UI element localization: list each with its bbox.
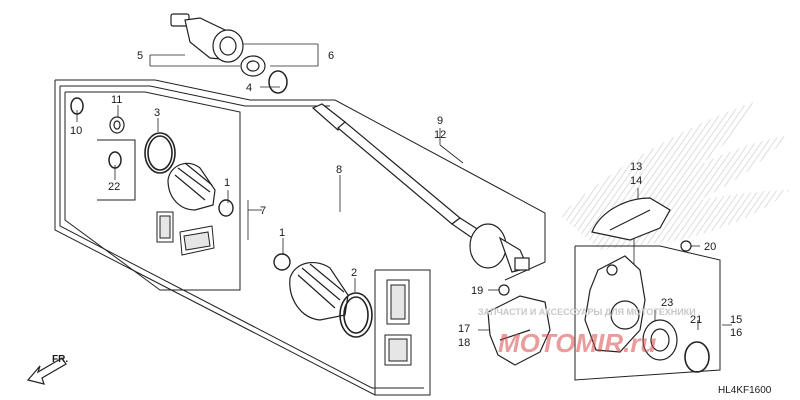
callout-22[interactable]: 22 (108, 181, 120, 193)
small-band-part-1a (218, 199, 234, 217)
callout-9[interactable]: 9 (437, 115, 443, 127)
bearing-part-15 (642, 319, 678, 361)
bolt-part-20 (680, 240, 692, 252)
callout-4[interactable]: 4 (246, 82, 252, 94)
callout-16[interactable]: 16 (730, 327, 742, 339)
clip-part-22 (108, 151, 122, 169)
callout-12[interactable]: 12 (434, 129, 446, 141)
boot-band-part-3 (144, 132, 176, 174)
watermark: ЗАПЧАСТИ И АКСЕССУАРЫ ДЛЯ МОТОТЕХНИКИ MO… (478, 307, 696, 358)
callout-21[interactable]: 21 (690, 314, 702, 326)
boot-band-part-2 (339, 292, 373, 338)
callout-11[interactable]: 11 (111, 94, 122, 106)
knuckle-frame (574, 245, 721, 381)
watermark-caption: ЗАПЧАСТИ И АКСЕССУАРЫ ДЛЯ МОТОТЕХНИКИ (478, 307, 696, 317)
callout-labels: 5 6 4 11 10 3 22 1 7 8 9 12 1 2 13 14 20… (70, 50, 742, 349)
band-part-11 (109, 116, 125, 134)
callout-3[interactable]: 3 (154, 107, 160, 119)
front-arrow-icon (26, 357, 67, 385)
boot-inner (167, 162, 216, 211)
diagram-code: HL4KF1600 (718, 385, 772, 396)
callout-2[interactable]: 2 (351, 267, 357, 279)
clip-part-10 (70, 97, 84, 115)
small-band-part-1b (273, 253, 291, 271)
watermark-logo: MOTOMIR.ru (498, 328, 657, 358)
knuckle-part-23 (584, 255, 646, 353)
callout-18[interactable]: 18 (458, 337, 470, 349)
drive-shaft-part-9 (311, 103, 530, 273)
guard-part-17 (487, 295, 551, 366)
guard-part-13 (591, 197, 671, 241)
callout-15[interactable]: 15 (730, 314, 742, 326)
cv-joint-inner-part-5 (170, 13, 244, 63)
callout-7[interactable]: 7 (260, 205, 266, 217)
circlip-part-4 (268, 70, 288, 94)
boot-outer (289, 261, 349, 321)
callout-17[interactable]: 17 (458, 323, 470, 335)
callout-10[interactable]: 10 (70, 125, 82, 137)
clip-box-22 (97, 139, 136, 201)
grease-pack-left (156, 211, 215, 256)
callout-1-outer[interactable]: 1 (279, 227, 285, 239)
callout-5[interactable]: 5 (137, 50, 143, 62)
bolt-part-19 (498, 284, 510, 296)
callout-20[interactable]: 20 (704, 241, 716, 253)
circlip-part-21 (684, 341, 710, 373)
callout-8[interactable]: 8 (336, 164, 342, 176)
callout-1-inner[interactable]: 1 (224, 177, 230, 189)
assembly-frame-outer (54, 79, 546, 396)
direction-label: FR. (52, 354, 68, 365)
grease-pack-right (384, 279, 412, 366)
callout-14[interactable]: 14 (630, 175, 642, 187)
callout-13[interactable]: 13 (630, 161, 642, 173)
callout-19[interactable]: 19 (471, 285, 483, 297)
callout-23[interactable]: 23 (661, 297, 673, 309)
callout-6[interactable]: 6 (328, 50, 334, 62)
front-direction-indicator: FR. (26, 354, 68, 385)
bearing-part-6 (240, 55, 266, 77)
